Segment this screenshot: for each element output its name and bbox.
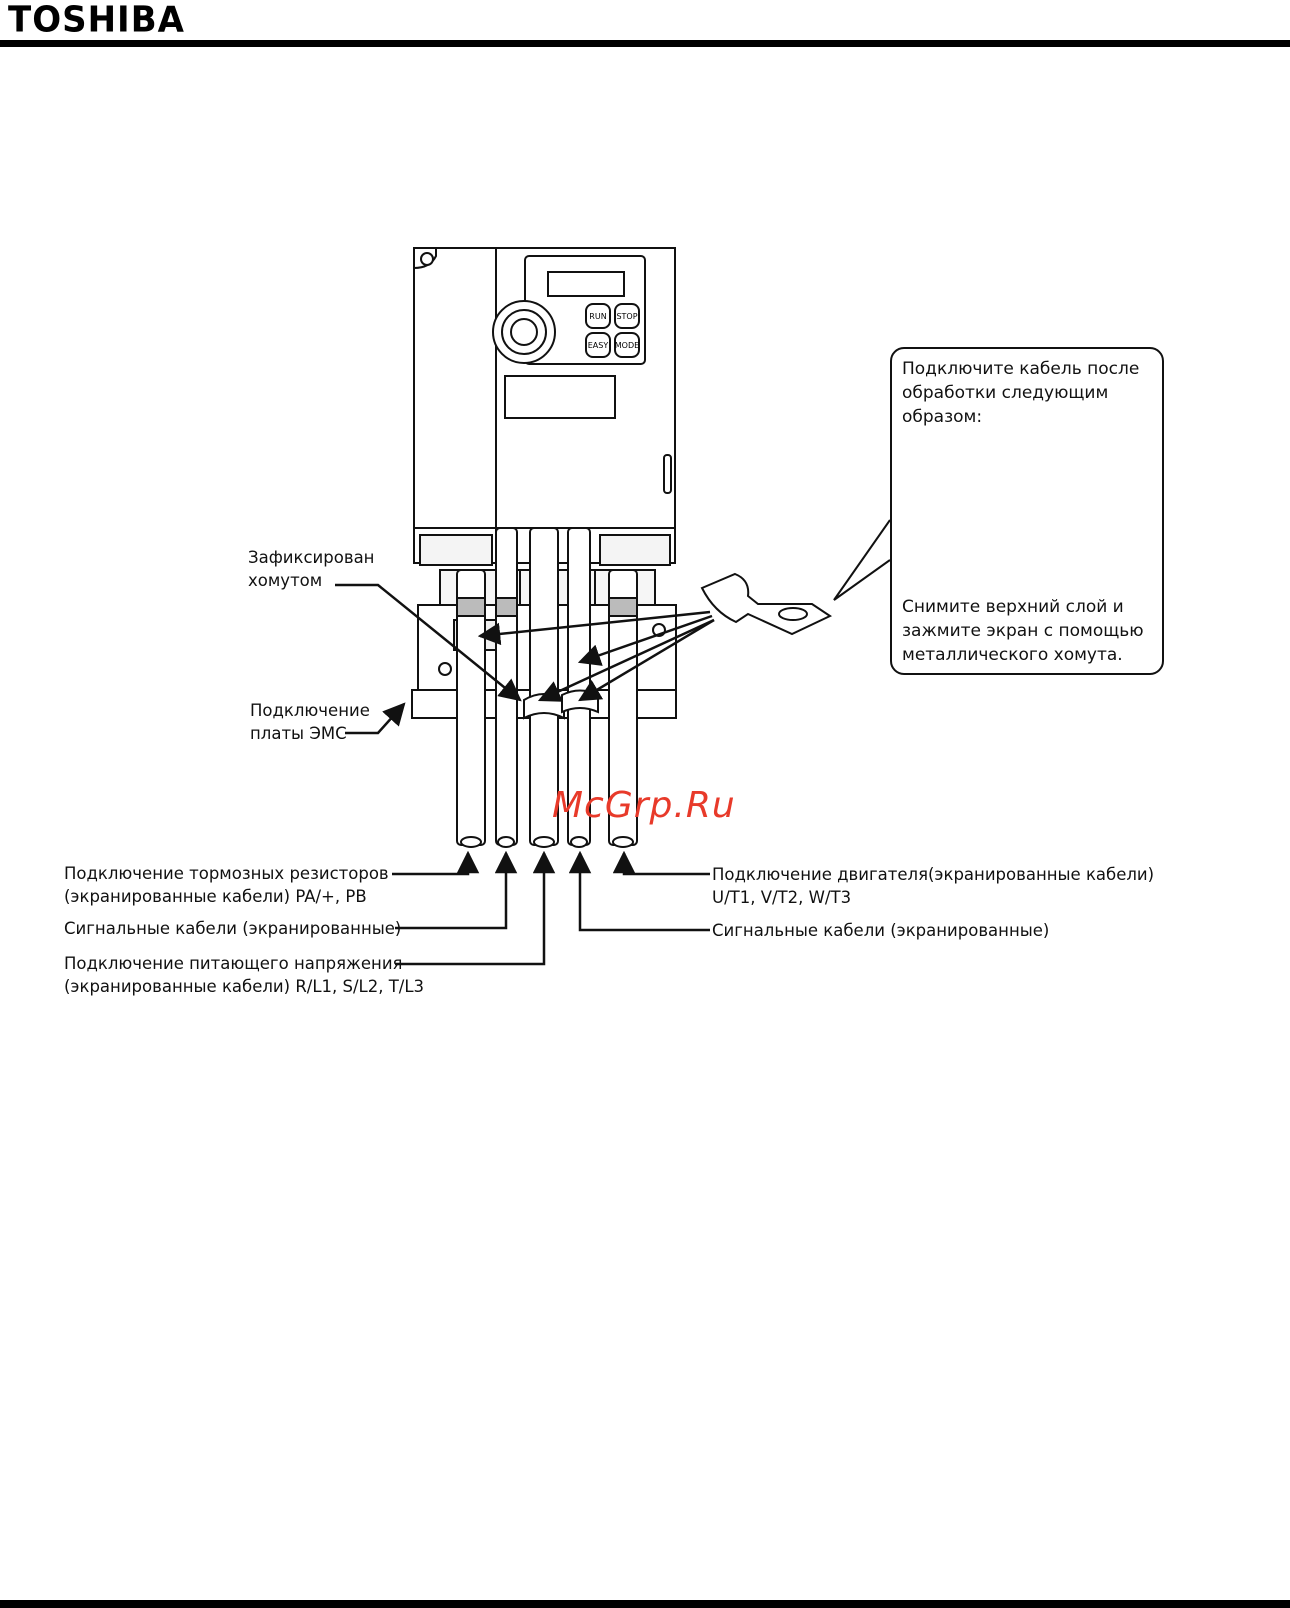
callout-box: Подключите кабель после обработки следую… bbox=[890, 347, 1164, 675]
keypad-label-stop: STOP bbox=[616, 312, 637, 321]
label-power-supply: Подключение питающего напряжения (экрани… bbox=[64, 952, 424, 998]
watermark: McGrp.Ru bbox=[552, 785, 736, 826]
label-brake-line2: (экранированные кабели) PA/+, PB bbox=[64, 887, 367, 906]
label-emc-line2: платы ЭМС bbox=[250, 724, 347, 743]
label-power-line2: (экранированные кабели) R/L1, S/L2, T/L3 bbox=[64, 977, 425, 996]
label-signal-left: Сигнальные кабели (экранированные) bbox=[64, 919, 402, 938]
label-clamp-line2: хомутом bbox=[248, 571, 323, 590]
inverter-body bbox=[413, 247, 676, 566]
callout-bottom-line2: зажмите экран с помощью bbox=[902, 621, 1144, 641]
brand-logo: TOSHIBA bbox=[8, 0, 185, 41]
keypad-label-easy: EASY bbox=[588, 341, 609, 350]
footer-rule bbox=[0, 1600, 1290, 1608]
label-emc-line1: Подключение bbox=[250, 701, 370, 720]
callout-top-line1: Подключите кабель после bbox=[902, 359, 1140, 379]
label-brake-resistor: Подключение тормозных резисторов (экрани… bbox=[64, 862, 389, 908]
label-motor-line2: U/T1, V/T2, W/T3 bbox=[712, 888, 852, 907]
label-clamp-line1: Зафиксирован bbox=[248, 548, 375, 567]
header-rule bbox=[0, 40, 1290, 47]
keypad: RUN STOP EASY MODE bbox=[585, 303, 640, 358]
keypad-button-easy bbox=[585, 332, 611, 358]
keypad-button-stop bbox=[614, 303, 640, 329]
callout-top-line2: обработки следующим bbox=[902, 383, 1109, 403]
keypad-button-run bbox=[585, 303, 611, 329]
callout-bottom-line3: металлического хомута. bbox=[902, 645, 1123, 665]
label-emc-plate: Подключение платы ЭМС bbox=[250, 699, 370, 745]
label-motor: Подключение двигателя(экранированные каб… bbox=[712, 863, 1154, 909]
loose-clamp bbox=[700, 572, 833, 636]
label-power-line1: Подключение питающего напряжения bbox=[64, 954, 403, 973]
label-clamp-fixed: Зафиксирован хомутом bbox=[248, 546, 374, 592]
label-brake-line1: Подключение тормозных резисторов bbox=[64, 864, 389, 883]
callout-top-line3: образом: bbox=[902, 407, 983, 427]
label-signal-right: Сигнальные кабели (экранированные) bbox=[712, 921, 1050, 940]
keypad-label-run: RUN bbox=[589, 312, 606, 321]
callout-bottom-line1: Снимите верхний слой и bbox=[902, 597, 1124, 617]
keypad-label-mode: MODE bbox=[615, 341, 639, 350]
keypad-button-mode bbox=[614, 332, 640, 358]
callout-top-text: Подключите кабель после обработки следую… bbox=[902, 357, 1139, 429]
callout-bottom-text: Снимите верхний слой и зажмите экран с п… bbox=[902, 595, 1144, 667]
label-motor-line1: Подключение двигателя(экранированные каб… bbox=[712, 865, 1155, 884]
